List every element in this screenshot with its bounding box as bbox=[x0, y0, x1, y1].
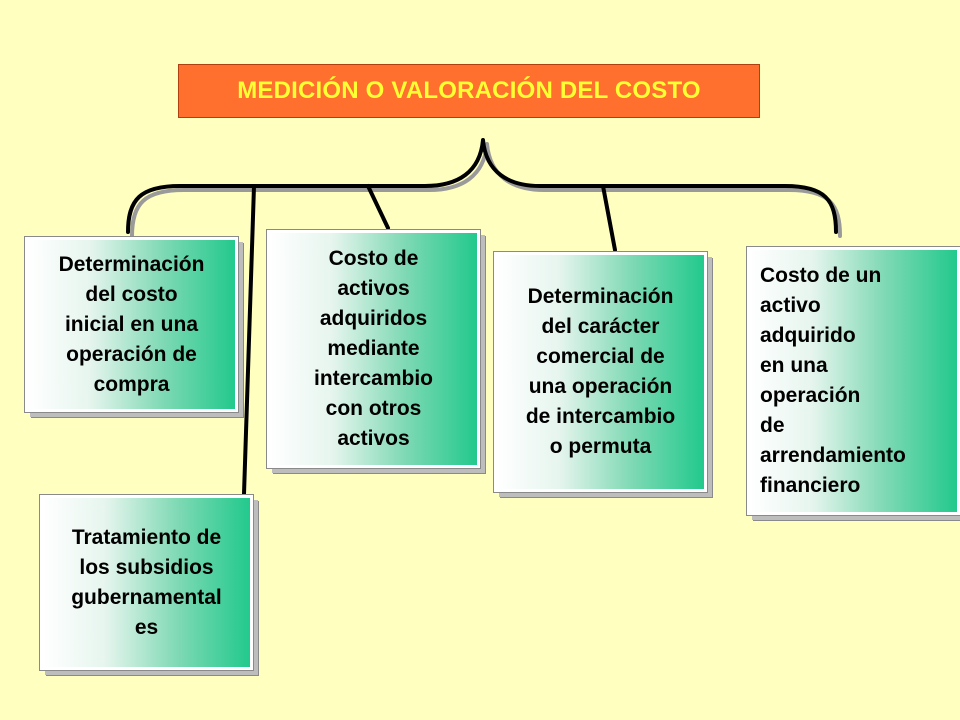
connector-subsidios bbox=[242, 184, 256, 496]
connector-intercambio bbox=[366, 184, 390, 230]
box-subsidios-gubernamentales: Tratamiento de los subsidios gubernament… bbox=[39, 494, 254, 671]
box-intercambio-activos: Costo de activos adquiridos mediante int… bbox=[266, 229, 481, 469]
brace-shadow bbox=[130, 142, 842, 238]
connector-caracter bbox=[601, 184, 617, 252]
diagram-title: MEDICIÓN O VALORACIÓN DEL COSTO bbox=[178, 64, 760, 118]
brace bbox=[126, 138, 838, 234]
box-caracter-comercial: Determinación del carácter comercial de … bbox=[493, 251, 708, 493]
box-costo-inicial: Determinación del costo inicial en una o… bbox=[24, 236, 239, 413]
box-arrendamiento-financiero: Costo de un activo adquirido en una oper… bbox=[746, 246, 960, 516]
